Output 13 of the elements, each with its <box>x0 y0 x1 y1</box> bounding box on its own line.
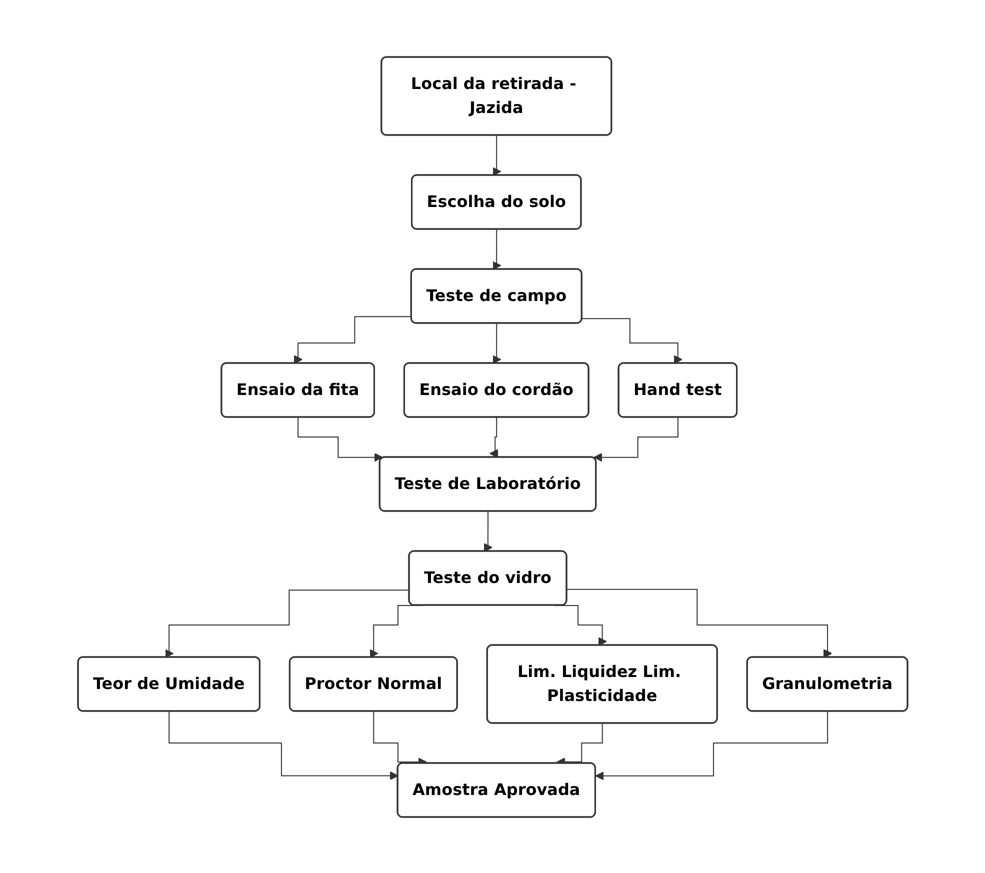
arrow <box>492 228 501 270</box>
arrow <box>581 318 682 364</box>
arrow <box>593 416 678 462</box>
arrow <box>483 510 492 552</box>
arrow <box>492 134 501 176</box>
arrow <box>566 588 832 658</box>
arrow <box>489 416 498 458</box>
arrow <box>168 710 398 780</box>
arrow <box>294 316 412 364</box>
arrow <box>297 416 383 462</box>
arrow <box>164 589 410 658</box>
arrow <box>492 322 501 364</box>
arrow <box>595 710 828 780</box>
